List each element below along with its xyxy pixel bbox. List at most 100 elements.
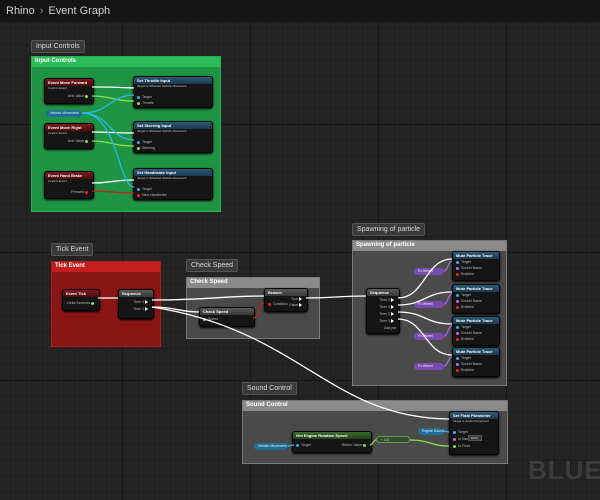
event-move-right-node[interactable]: Event Move Right Custom Event Axis Value	[44, 123, 94, 149]
axis-value-pin[interactable]: Axis Value	[68, 94, 90, 98]
node-subtitle: Custom Event	[48, 131, 67, 135]
branch-node[interactable]: Branch Condition True False	[264, 288, 308, 312]
pin-label: Return Value	[341, 443, 363, 447]
sequence-node[interactable]: Sequence Then 0 Then 1	[118, 289, 154, 319]
then-0-pin[interactable]: Then 0	[379, 298, 396, 303]
comment-tag-check-speed[interactable]: Check Speed	[186, 259, 239, 272]
pin-label: Enabled	[461, 272, 474, 276]
target-pin[interactable]: Target	[453, 430, 468, 434]
add-pin-button[interactable]: Add pin	[384, 326, 396, 330]
mute-particle-trace-node-1[interactable]: Mute Particle Trace Target Socket Name E…	[452, 251, 500, 281]
object-pin-icon	[137, 187, 140, 191]
object-pin-icon	[137, 95, 140, 99]
sequence-2-node[interactable]: Sequence Then 0 Then 1 Then 2 Then 3 Add…	[366, 288, 400, 334]
set-steering-input-node[interactable]: Set Steering Input Target is Wheeled Veh…	[133, 121, 213, 153]
throttle-pin[interactable]: Throttle	[137, 101, 154, 105]
bool-pin-icon	[456, 368, 459, 372]
target-pin[interactable]: Target	[456, 260, 471, 264]
event-move-forward-node[interactable]: Event Move Forward Custom Event Axis Val…	[44, 78, 94, 104]
then-2-pin[interactable]: Then 2	[379, 312, 396, 317]
node-subtitle: Target is Audio Component	[453, 419, 490, 423]
speed-pin[interactable]: Speed	[203, 317, 218, 321]
in-float-pin[interactable]: In Float	[453, 444, 470, 448]
engine-sound-variable[interactable]: Engine Sound	[418, 428, 444, 435]
comment-tag-input-controls[interactable]: Input Controls	[31, 40, 85, 53]
socket-name-pin[interactable]: Socket Name	[456, 266, 482, 270]
vehicle-movement-variable[interactable]: Vehicle Movement	[46, 110, 82, 117]
false-pin[interactable]: False	[289, 303, 304, 308]
divide-node[interactable]: ÷ 3.0	[376, 436, 410, 443]
pin-label: In Float	[458, 444, 470, 448]
delta-seconds-pin[interactable]: Delta Seconds	[67, 301, 96, 305]
float-pin-icon	[363, 443, 366, 447]
target-pin[interactable]: Target	[137, 95, 152, 99]
comment-tag-sound-control[interactable]: Sound Control	[242, 382, 297, 395]
target-pin[interactable]: Target	[456, 325, 471, 329]
pin-label: Then 3	[379, 319, 391, 323]
in-name-value-field[interactable]: RPM	[468, 435, 482, 441]
enabled-pin[interactable]: Enabled	[456, 272, 474, 276]
mute-particle-trace-node-4[interactable]: Mute Particle Trace Target Socket Name E…	[452, 347, 500, 377]
breadcrumb-current[interactable]: Event Graph	[48, 5, 111, 17]
target-pin[interactable]: Target	[137, 187, 152, 191]
get-engine-rotation-speed-node[interactable]: Get Engine Rotation Speed Target Return …	[292, 431, 372, 453]
node-title: Sequence	[119, 290, 153, 297]
object-pin-icon	[456, 356, 459, 360]
pin-label: Target	[142, 95, 152, 99]
true-pin[interactable]: True	[291, 297, 304, 302]
then-0-pin[interactable]: Then 0	[133, 300, 150, 305]
breadcrumb: Rhino › Event Graph	[0, 0, 600, 22]
comment-title-tick-event: Tick Event	[52, 262, 160, 272]
set-throttle-input-node[interactable]: Set Throttle Input Target is Wheeled Veh…	[133, 76, 213, 108]
fx-wheel-variable-4[interactable]: Fx Wheel	[414, 363, 444, 370]
set-handbrake-input-node[interactable]: Set Handbrake Input Target is Wheeled Ve…	[133, 168, 213, 200]
enabled-pin[interactable]: Enabled	[456, 368, 474, 372]
target-pin[interactable]: Target	[456, 293, 471, 297]
set-float-parameter-node[interactable]: Set Float Parameter Target is Audio Comp…	[449, 411, 499, 455]
target-pin[interactable]: Target	[137, 140, 152, 144]
pin-label: Socket Name	[461, 362, 483, 366]
mute-particle-trace-node-3[interactable]: Mute Particle Trace Target Socket Name E…	[452, 316, 500, 346]
pin-label: Axis Value	[67, 94, 85, 98]
pin-label: Steering	[142, 146, 156, 150]
check-speed-node[interactable]: Check Speed Speed	[199, 307, 255, 327]
then-3-pin[interactable]: Then 3	[379, 319, 396, 324]
node-subtitle: Target is Wheeled Vehicle Movement	[137, 129, 187, 133]
comment-title-sound-control: Sound Control	[243, 401, 507, 411]
fx-wheel-variable-3[interactable]: Fx Wheel	[414, 333, 444, 340]
then-1-pin[interactable]: Then 1	[133, 307, 150, 312]
fx-wheel-variable-2[interactable]: Fx Wheel	[414, 301, 444, 308]
socket-name-pin[interactable]: Socket Name	[456, 362, 482, 366]
mute-particle-trace-node-2[interactable]: Mute Particle Trace Target Socket Name E…	[452, 284, 500, 314]
event-hand-brake-node[interactable]: Event Hand Brake Custom Event Pressed	[44, 171, 94, 199]
node-title: Mute Particle Trace	[453, 317, 499, 324]
float-pin-icon	[91, 301, 94, 305]
event-tick-node[interactable]: Event Tick Delta Seconds	[62, 289, 100, 311]
handbrake-pin[interactable]: New Handbrake	[137, 193, 167, 197]
pressed-pin[interactable]: Pressed	[71, 190, 90, 194]
in-name-pin[interactable]: In Name	[453, 437, 471, 441]
enabled-pin[interactable]: Enabled	[456, 305, 474, 309]
enabled-pin[interactable]: Enabled	[456, 337, 474, 341]
comment-title-spawning: Spawning of particle	[353, 241, 506, 251]
condition-pin[interactable]: Condition	[268, 302, 288, 306]
then-1-pin[interactable]: Then 1	[379, 305, 396, 310]
return-value-pin[interactable]: Return Value	[342, 443, 368, 447]
target-pin[interactable]: Target	[456, 356, 471, 360]
name-pin-icon	[456, 362, 459, 366]
fx-wheel-variable-1[interactable]: Fx Wheel	[414, 268, 444, 275]
axis-value-pin[interactable]: Axis Value	[68, 139, 90, 143]
target-pin[interactable]: Target	[296, 443, 311, 447]
float-pin-icon	[137, 101, 140, 105]
float-pin-icon	[137, 146, 140, 150]
node-title: Mute Particle Trace	[453, 285, 499, 292]
socket-name-pin[interactable]: Socket Name	[456, 331, 482, 335]
vehicle-movement-variable-2[interactable]: Vehicle Movement	[254, 443, 288, 450]
comment-tag-tick-event[interactable]: Tick Event	[51, 243, 94, 256]
breadcrumb-root[interactable]: Rhino	[6, 5, 35, 17]
socket-name-pin[interactable]: Socket Name	[456, 299, 482, 303]
comment-tag-spawning[interactable]: Spawning of particle	[352, 223, 426, 236]
bool-pin-icon	[137, 193, 140, 197]
steering-pin[interactable]: Steering	[137, 146, 155, 150]
